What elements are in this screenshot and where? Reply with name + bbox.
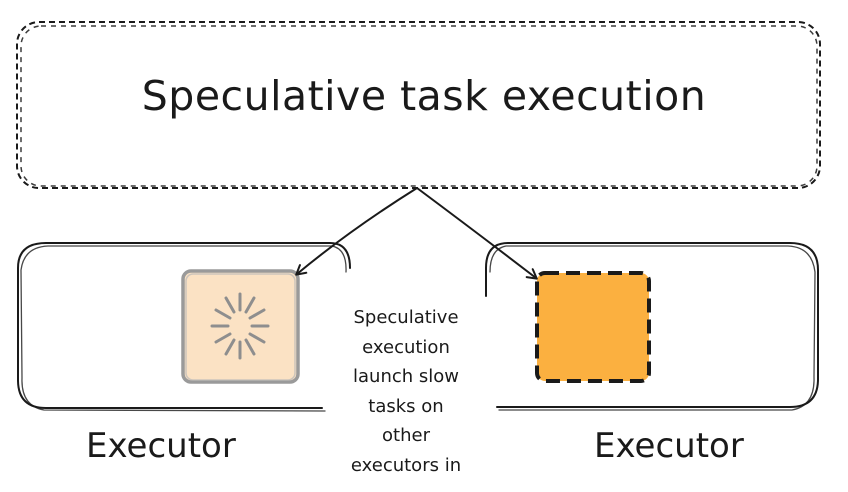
executor-box-left [17, 242, 351, 412]
slow-task [181, 269, 300, 384]
diagram-title: Speculative task execution [141, 72, 707, 120]
arrows [295, 187, 538, 280]
speculative-task [535, 271, 651, 383]
executor-label-right: Executor [594, 426, 744, 466]
note-line: other [382, 425, 430, 446]
note-line: executors in [350, 454, 462, 476]
arrow-to-slow-task [295, 187, 418, 276]
note-line: launch slow [353, 366, 459, 387]
loading-spinner-icon [210, 292, 270, 360]
arrow-to-speculative-task [416, 187, 538, 280]
note-line: tasks on [368, 395, 444, 417]
speculative-note: Speculative execution launch slow tasks … [326, 303, 486, 480]
note-line: Speculative [353, 307, 459, 328]
executor-label-left: Executor [86, 426, 236, 466]
title-box [16, 21, 821, 189]
executor-box-right [485, 242, 819, 411]
note-line: execution [362, 336, 450, 358]
